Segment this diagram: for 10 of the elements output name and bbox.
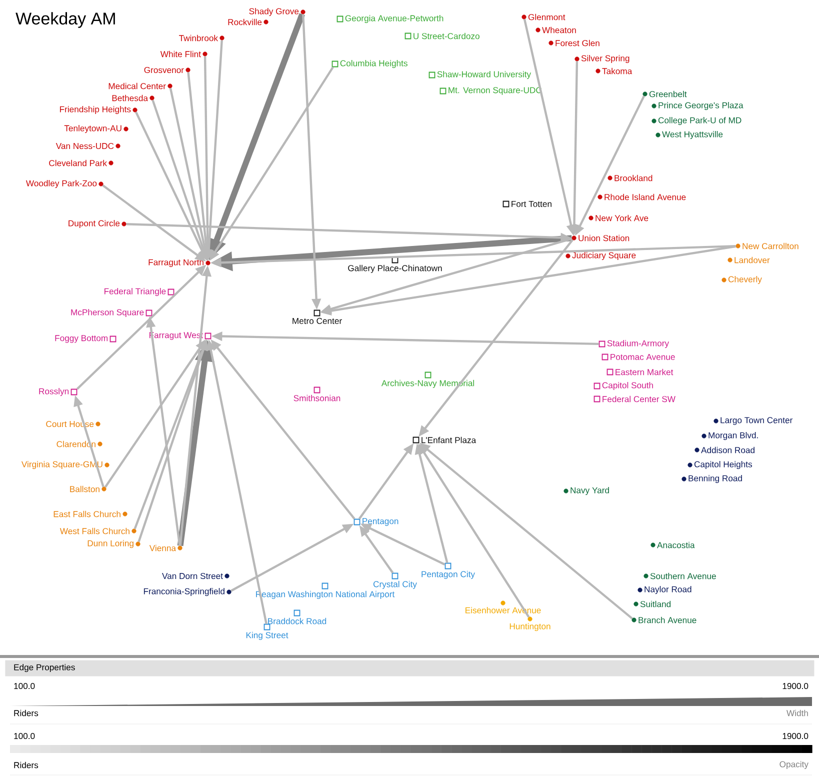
title: Weekday AM <box>16 12 115 28</box>
range-value: 1900.0 <box>782 682 808 690</box>
range-value: 100.0 <box>14 682 35 690</box>
panel-header: Edge Properties <box>5 660 814 676</box>
range-value: 100.0 <box>14 732 35 740</box>
range-value: 1900.0 <box>782 732 808 740</box>
property-type: Width <box>786 710 808 716</box>
property-name: Riders <box>14 710 38 716</box>
property-type: Opacity <box>780 761 808 770</box>
property-name: Riders <box>14 762 38 768</box>
